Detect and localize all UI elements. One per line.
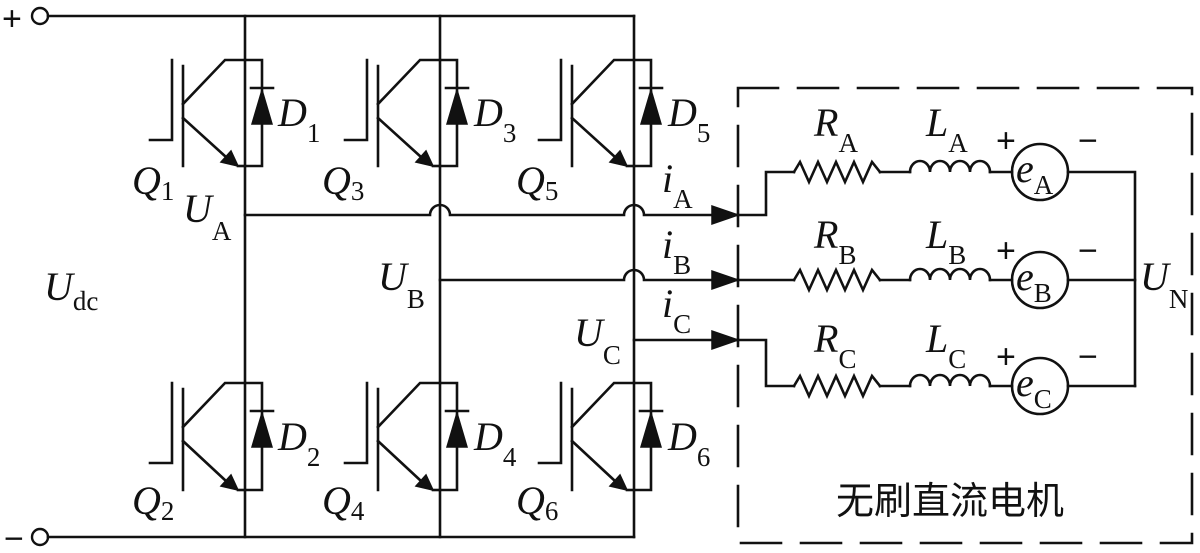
label-un: UN xyxy=(1140,254,1188,314)
minus-ec: − xyxy=(1078,338,1098,376)
phase-a-line xyxy=(243,203,741,226)
negative-terminal xyxy=(30,527,50,547)
switch-q5 xyxy=(537,58,664,168)
switch-q1 xyxy=(148,58,275,168)
winding-a xyxy=(736,142,1137,388)
motor-boundary xyxy=(736,86,1194,545)
label-ec: eC xyxy=(1016,360,1052,414)
arrow-ia xyxy=(711,204,741,226)
label-q2: Q2 xyxy=(132,478,174,526)
switch-q2 xyxy=(148,381,275,492)
label-rc: RC xyxy=(813,316,856,374)
switch-q3 xyxy=(343,58,470,168)
motor-label: 无刷直流电机 xyxy=(836,479,1064,523)
plus-ec: + xyxy=(996,338,1016,376)
label-d6: D6 xyxy=(667,414,710,472)
label-ub: UB xyxy=(378,254,425,314)
label-lb: LB xyxy=(925,212,966,270)
phase-c-line xyxy=(632,329,741,351)
phase-b-line xyxy=(438,268,741,291)
label-eb: eB xyxy=(1016,254,1052,308)
dc-bus xyxy=(30,6,636,547)
minus-eb: − xyxy=(1078,232,1098,270)
negative-sign: − xyxy=(4,520,24,553)
resistor-ra xyxy=(792,158,882,186)
label-q1: Q1 xyxy=(132,158,174,206)
resistor-rb xyxy=(792,266,882,294)
arrow-ic xyxy=(711,329,741,351)
inductor-lc xyxy=(908,373,992,388)
winding-c xyxy=(736,338,1137,416)
label-ib: iB xyxy=(662,222,691,280)
label-uc: UC xyxy=(574,310,621,370)
resistor-rc xyxy=(792,372,882,400)
positive-sign: + xyxy=(2,0,22,38)
label-ia: iA xyxy=(662,156,693,214)
supply-voltage-label: Udc xyxy=(44,264,98,316)
label-d2: D2 xyxy=(277,414,320,472)
label-lc: LC xyxy=(925,316,966,374)
switch-q6 xyxy=(537,381,664,492)
label-la: LA xyxy=(925,100,968,158)
label-ua: UA xyxy=(183,186,232,246)
label-ra: RA xyxy=(813,100,858,158)
plus-ea: + xyxy=(996,122,1016,160)
label-q6: Q6 xyxy=(516,478,558,526)
label-ea: eA xyxy=(1016,146,1054,200)
switch-q4 xyxy=(343,381,470,492)
label-q4: Q4 xyxy=(322,478,365,526)
inductor-la xyxy=(908,159,992,174)
label-d5: D5 xyxy=(667,90,710,148)
positive-terminal xyxy=(30,6,50,26)
label-ic: iC xyxy=(662,281,691,339)
arrow-ib xyxy=(711,269,741,291)
inductor-lb xyxy=(908,267,992,282)
minus-ea: − xyxy=(1078,122,1098,160)
label-d3: D3 xyxy=(473,90,516,148)
plus-eb: + xyxy=(996,232,1016,270)
label-q3: Q3 xyxy=(322,158,364,206)
label-rb: RB xyxy=(813,212,856,270)
label-q5: Q5 xyxy=(516,158,558,206)
label-d4: D4 xyxy=(473,414,517,472)
winding-b xyxy=(736,250,1137,310)
label-d1: D1 xyxy=(277,90,320,148)
